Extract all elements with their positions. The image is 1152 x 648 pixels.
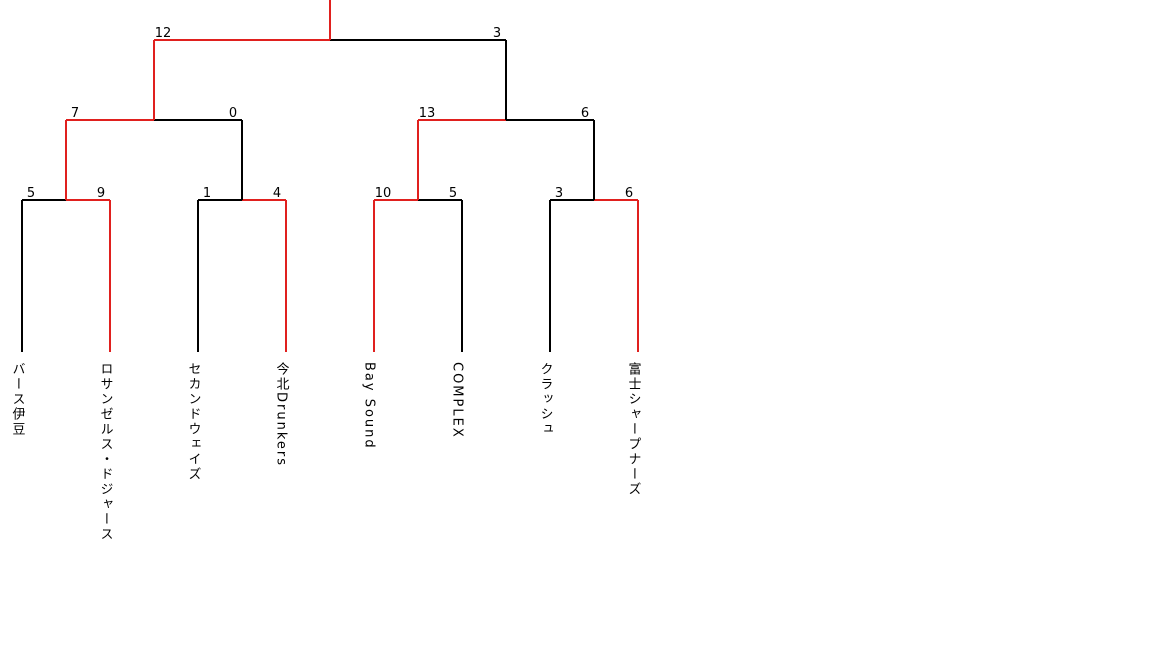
team-name: Bay Sound [362, 362, 377, 450]
score-label: 5 [27, 186, 35, 201]
team-name: COMPLEX [450, 362, 465, 439]
score-label: 3 [493, 26, 501, 41]
score-label: 7 [71, 106, 79, 121]
team-name: 今北Drunkers [274, 361, 290, 467]
score-label: 10 [375, 186, 392, 201]
score-label: 12 [155, 26, 172, 41]
score-label: 6 [581, 106, 589, 121]
score-label: 6 [625, 186, 633, 201]
score-label: 13 [419, 106, 436, 121]
team-name: 富士シャープナーズ [626, 361, 642, 497]
score-label: 4 [273, 186, 281, 201]
team-name: クラッシュ [538, 362, 553, 437]
team-name: バース伊豆 [10, 362, 26, 437]
score-label: 3 [555, 186, 563, 201]
team-name: ロサンゼルス・ドジャース [98, 362, 114, 542]
score-label: 9 [97, 186, 105, 201]
team-name: セカンドウェイズ [186, 362, 202, 482]
score-label: 1 [203, 186, 211, 201]
score-label: 0 [229, 106, 237, 121]
score-label: 5 [449, 186, 457, 201]
